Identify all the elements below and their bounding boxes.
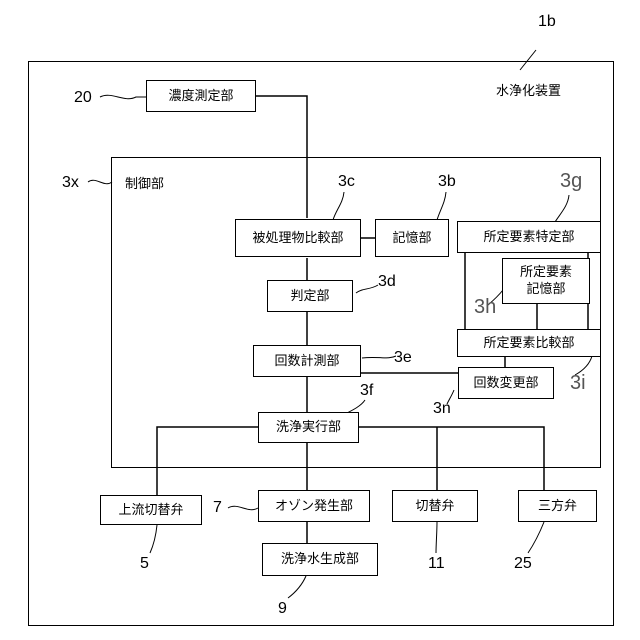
comparison-block: 被処理物比較部 xyxy=(235,219,361,257)
comparison-ref: 3c xyxy=(338,173,355,191)
element-compare-ref: 3i xyxy=(570,372,586,395)
control-title: 制御部 xyxy=(125,173,164,192)
three-way-ref: 25 xyxy=(514,555,532,573)
element-identify-ref: 3g xyxy=(560,170,582,193)
upstream-valve-ref: 5 xyxy=(140,555,149,573)
device-title: 水浄化装置 xyxy=(496,80,561,99)
ozone-ref: 7 xyxy=(213,499,222,517)
element-identify-block: 所定要素特定部 xyxy=(457,221,601,253)
judgment-ref: 3d xyxy=(378,273,396,291)
judgment-block: 判定部 xyxy=(267,280,353,312)
wash-exec-ref: 3f xyxy=(360,382,373,400)
concentration-block: 濃度測定部 xyxy=(146,80,256,112)
three-way-block: 三方弁 xyxy=(518,490,597,522)
memory-block: 記憶部 xyxy=(375,219,449,257)
count-change-ref: 3n xyxy=(433,400,451,418)
count-measure-block: 回数計測部 xyxy=(253,345,361,377)
upstream-valve-block: 上流切替弁 xyxy=(100,495,202,525)
device-ref: 1b xyxy=(538,13,556,31)
wash-water-block: 洗浄水生成部 xyxy=(262,543,378,576)
switch-valve-block: 切替弁 xyxy=(392,490,478,522)
element-memory-block: 所定要素 記憶部 xyxy=(502,258,590,304)
memory-ref: 3b xyxy=(438,173,456,191)
switch-valve-ref: 11 xyxy=(428,555,445,573)
count-change-block: 回数変更部 xyxy=(458,367,554,399)
count-measure-ref: 3e xyxy=(394,349,412,367)
wash-water-ref: 9 xyxy=(278,600,287,618)
element-compare-block: 所定要素比較部 xyxy=(457,329,601,357)
concentration-ref: 20 xyxy=(74,89,92,107)
wash-exec-block: 洗浄実行部 xyxy=(258,412,359,443)
element-memory-ref: 3h xyxy=(474,296,496,319)
ozone-block: オゾン発生部 xyxy=(258,490,370,522)
control-ref: 3x xyxy=(62,174,79,192)
